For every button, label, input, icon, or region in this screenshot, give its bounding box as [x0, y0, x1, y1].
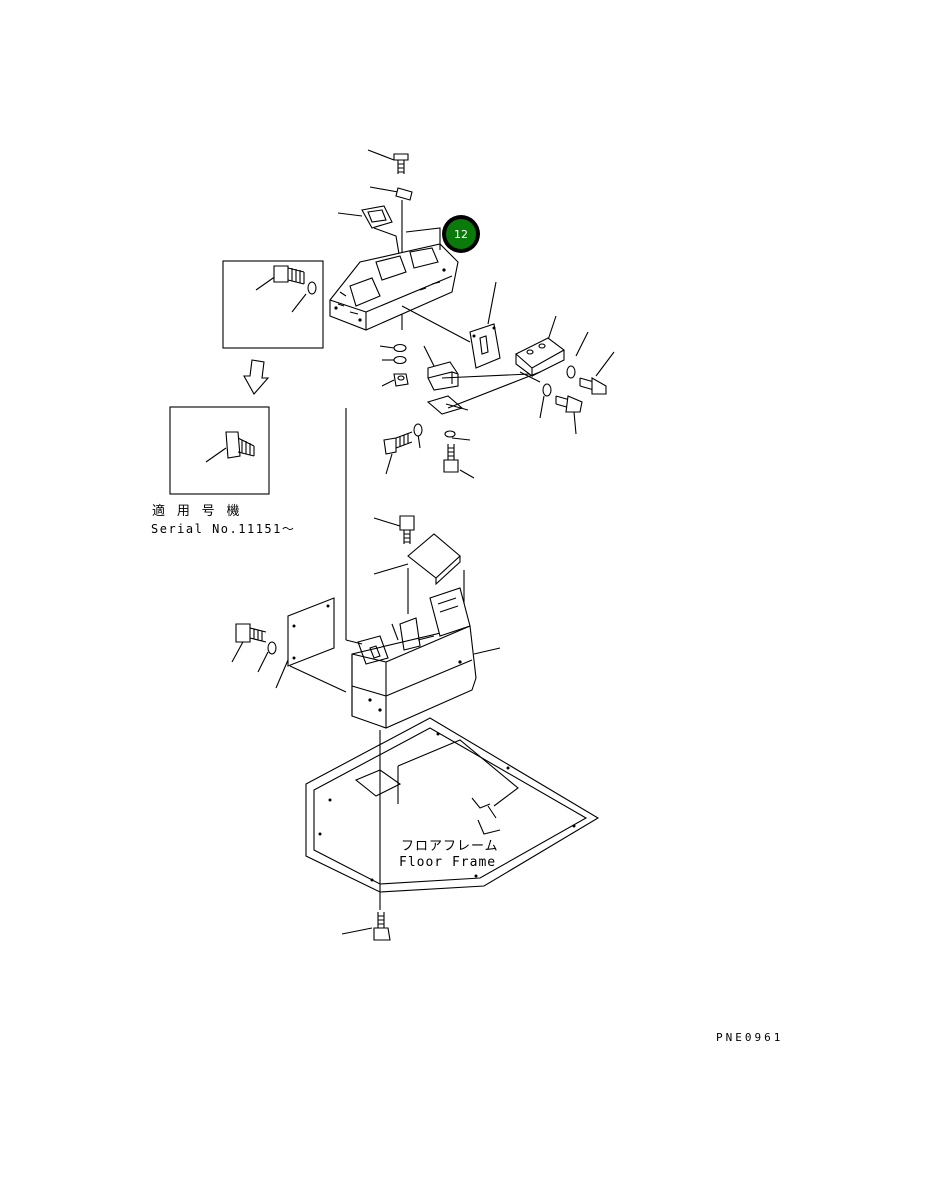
- inset-box-serial: [169, 406, 270, 495]
- washer-stack: [379, 343, 409, 387]
- rubber-pad: [423, 345, 459, 391]
- serial-label-en: Serial No.11151～: [151, 522, 295, 536]
- cover-plate: [373, 533, 465, 620]
- switch-cover: [337, 205, 401, 261]
- clamp-plate: [426, 371, 541, 441]
- down-arrow-icon: [243, 359, 270, 395]
- top-screw: [367, 149, 409, 174]
- side-bolt: [231, 623, 277, 673]
- floor-frame-label-en: Floor Frame: [399, 855, 496, 870]
- lower-screw: [373, 515, 415, 544]
- callout-label: 12: [454, 228, 468, 241]
- floor-bolt: [341, 912, 391, 941]
- left-bolt-set: [383, 423, 423, 475]
- lower-console: [351, 587, 501, 729]
- bracket-bolts: [539, 331, 615, 435]
- upper-console: [329, 227, 471, 343]
- callout-badge-12[interactable]: 12: [442, 215, 480, 253]
- bottom-bolt-right: [443, 444, 475, 479]
- serial-label-jp: 適 用 号 機: [152, 503, 241, 519]
- inset-box-top: [222, 260, 324, 349]
- side-panel: [275, 597, 347, 693]
- floor-frame-label-jp: フロアフレーム: [401, 839, 499, 854]
- drawing-code: PNE0961: [716, 1031, 783, 1044]
- mount-bracket: [469, 281, 566, 383]
- floor-frame: [305, 717, 600, 910]
